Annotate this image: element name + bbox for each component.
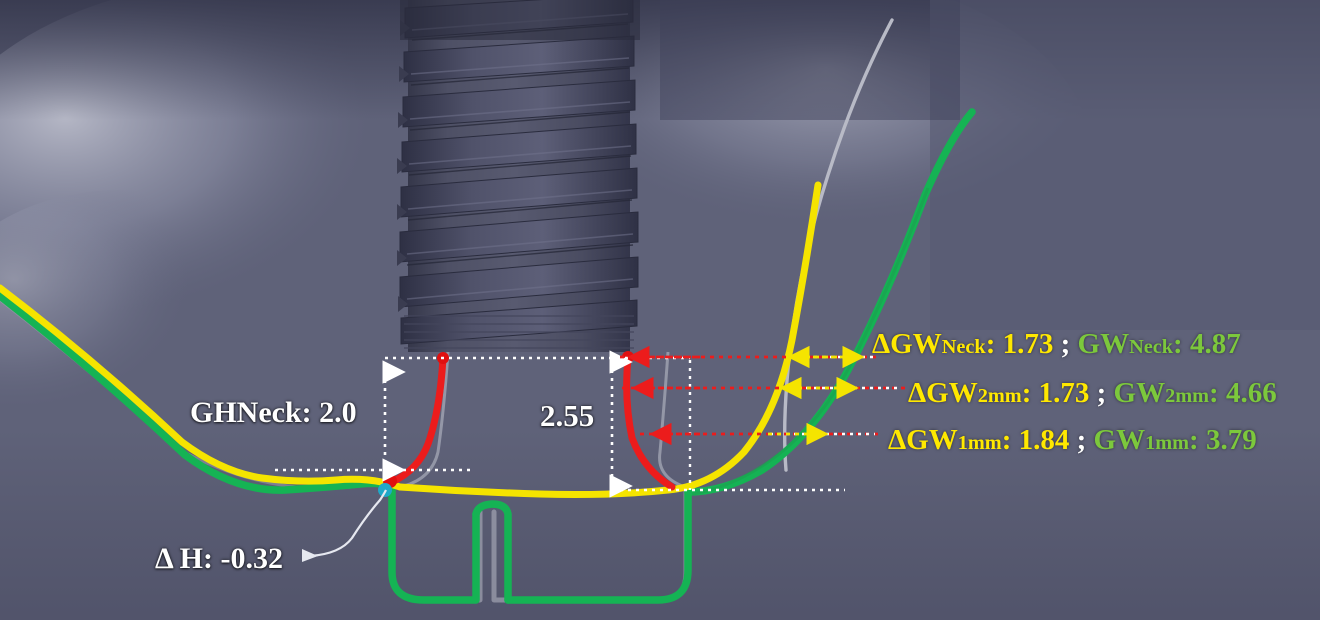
- delta-h-leader-line: [309, 489, 387, 558]
- delta-h-leader-arrowhead: [302, 549, 318, 562]
